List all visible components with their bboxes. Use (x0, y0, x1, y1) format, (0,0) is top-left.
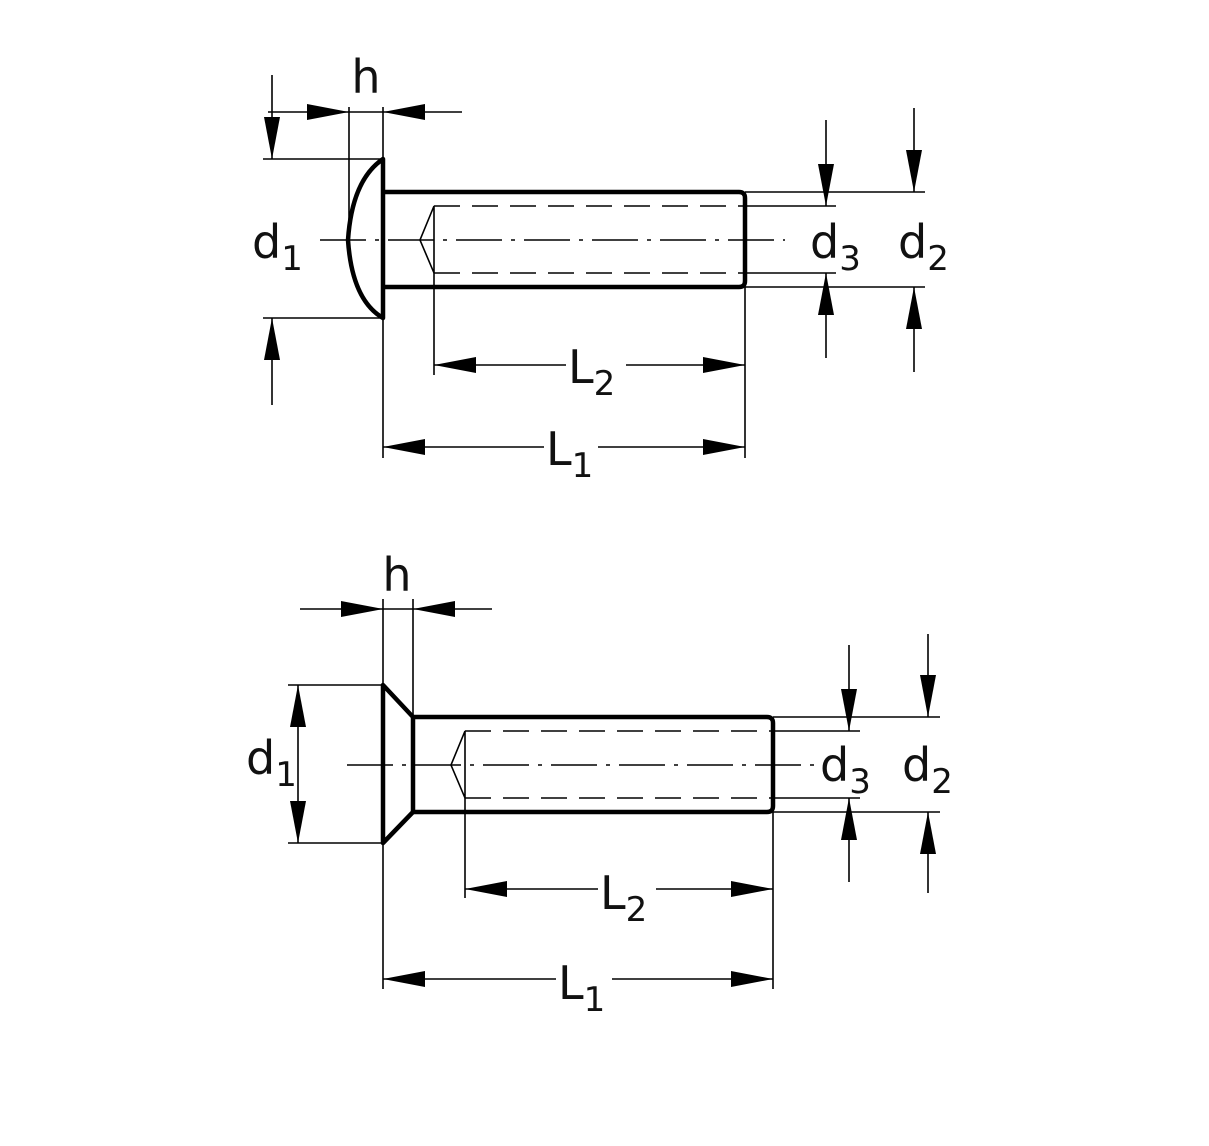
round-d2-dimension: d2 (745, 108, 949, 372)
countersunk-d3-dimension: d3 (773, 645, 871, 882)
round-L1-dimension: L1 (382, 318, 746, 486)
countersunk-d3-label: d3 (820, 738, 871, 802)
round-L2-dimension: L2 (433, 273, 746, 404)
countersunk-d2-dimension: d2 (773, 634, 953, 893)
countersunk-head-rivet-view: h d1 d3 d2 (246, 548, 953, 1020)
round-h-label: h (351, 50, 380, 104)
round-h-dimension: h (268, 50, 462, 240)
countersunk-h-dimension: h (300, 548, 492, 717)
countersunk-head-outline (380, 682, 416, 846)
countersunk-L2-label: L2 (600, 866, 647, 930)
round-d3-label: d3 (810, 215, 861, 279)
countersunk-d2-label: d2 (902, 738, 953, 802)
countersunk-bore-tip (450, 730, 466, 799)
round-head-rivet-view: h d1 d3 (252, 50, 949, 486)
countersunk-bore-hidden-lines (465, 730, 773, 799)
round-bore-hidden-lines (434, 205, 745, 274)
countersunk-d1-label: d1 (246, 731, 297, 795)
round-L1-label: L1 (546, 422, 593, 486)
round-head-outline (345, 156, 386, 321)
round-d1-label: d1 (252, 215, 303, 279)
round-d3-dimension: d3 (745, 120, 861, 358)
countersunk-h-label: h (382, 548, 411, 602)
countersunk-d1-dimension: d1 (246, 684, 383, 844)
round-L2-label: L2 (568, 340, 615, 404)
countersunk-L2-dimension: L2 (464, 798, 774, 930)
round-d1-dimension: d1 (252, 75, 383, 405)
round-d2-label: d2 (898, 215, 949, 279)
countersunk-L1-dimension: L1 (382, 843, 774, 1020)
countersunk-L1-label: L1 (558, 956, 605, 1020)
